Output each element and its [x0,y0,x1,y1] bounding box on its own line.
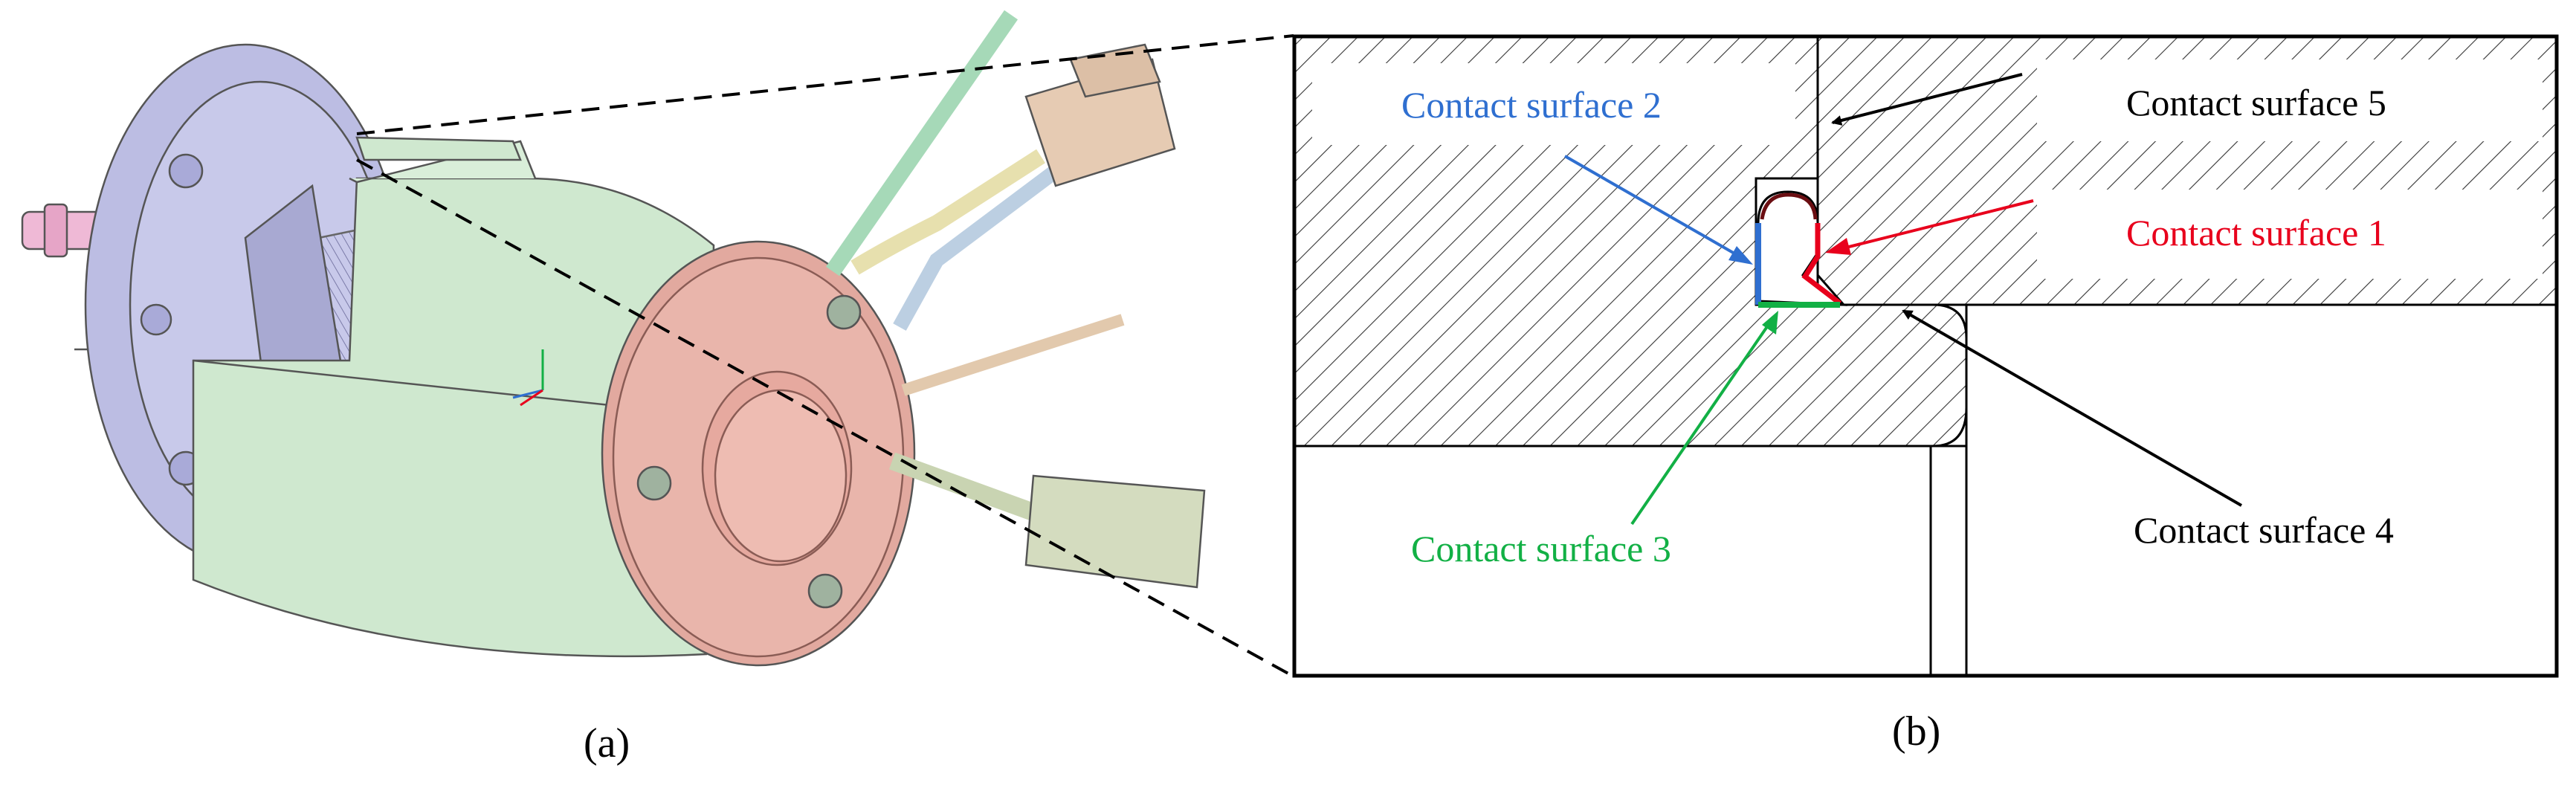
label-contact-surface-2: Contact surface 2 [1401,84,1662,126]
zoom-line-top [356,34,1294,135]
wire-tan [901,314,1125,396]
contact-surface-1-line [1801,223,1842,306]
housing [192,177,715,658]
lower-right-part [1965,303,2557,676]
label-contact-surface-5: Contact surface 5 [2126,82,2386,123]
wire-blue [893,165,1060,331]
screw-left [636,465,672,501]
arrow-cs1 [1839,199,2034,251]
wire-olive [888,452,1059,529]
caption-b: (b) [1892,708,1940,755]
connector-bottom [1024,474,1206,589]
screw-bottom [807,573,843,609]
wire-yellow [850,149,1045,275]
arrow-cs2 [1564,155,1740,258]
label-contact-surface-3: Contact surface 3 [1411,528,1671,569]
arrow-cs4 [1902,309,2242,507]
label-contact-surface-4: Contact surface 4 [2134,509,2394,551]
panel-a-motor-illustration [21,10,1206,667]
label-contact-surface-1: Contact surface 1 [2126,212,2386,253]
screw-top [826,294,862,330]
seal [1757,190,1847,306]
axis-triad [512,349,544,407]
wire-green [825,10,1019,277]
lower-mid-gap [1929,445,1968,676]
caption-a: (a) [584,720,630,766]
arrow-cs5 [1831,73,2023,126]
lower-left-part [1294,445,1932,676]
arrow-cs3 [1630,322,1771,526]
panel-b-section: Contact surface 2 Contact surface 5 Cont… [1292,34,2559,678]
zoom-line-bottom [356,158,1294,678]
seal-top-edge [1760,193,1818,220]
